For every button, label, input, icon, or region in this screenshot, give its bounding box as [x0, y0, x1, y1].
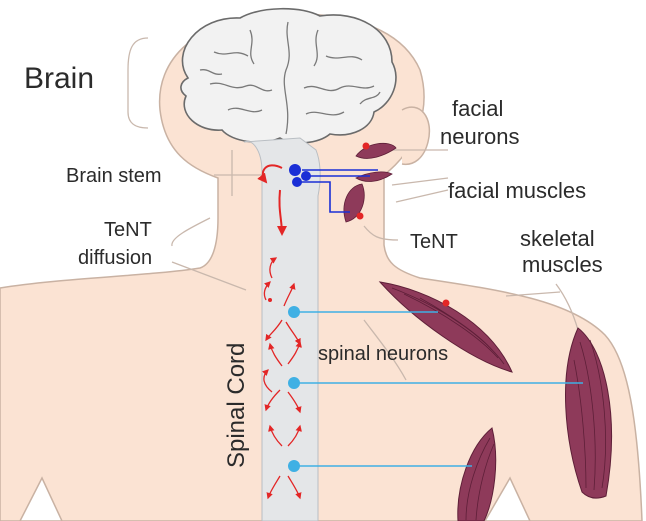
label-spinal-cord: Spinal Cord: [223, 343, 250, 468]
label-brain: Brain: [24, 62, 94, 95]
label-facial-neurons-line1: facial: [452, 96, 503, 121]
label-facial-neurons-line2: neurons: [440, 124, 520, 149]
label-spinal-neurons: spinal neurons: [318, 343, 448, 365]
label-skeletal-muscles-line2: muscles: [522, 252, 603, 277]
brain: [181, 9, 396, 143]
label-brain-stem: Brain stem: [66, 165, 162, 187]
label-skeletal-muscles-line1: skeletal: [520, 226, 595, 251]
ear: [402, 107, 429, 164]
label-tent: TeNT: [410, 231, 458, 253]
label-facial-muscles: facial muscles: [448, 178, 586, 203]
label-tent-diffusion-line1: TeNT: [104, 219, 152, 241]
label-tent-diffusion-line2: diffusion: [78, 247, 152, 269]
